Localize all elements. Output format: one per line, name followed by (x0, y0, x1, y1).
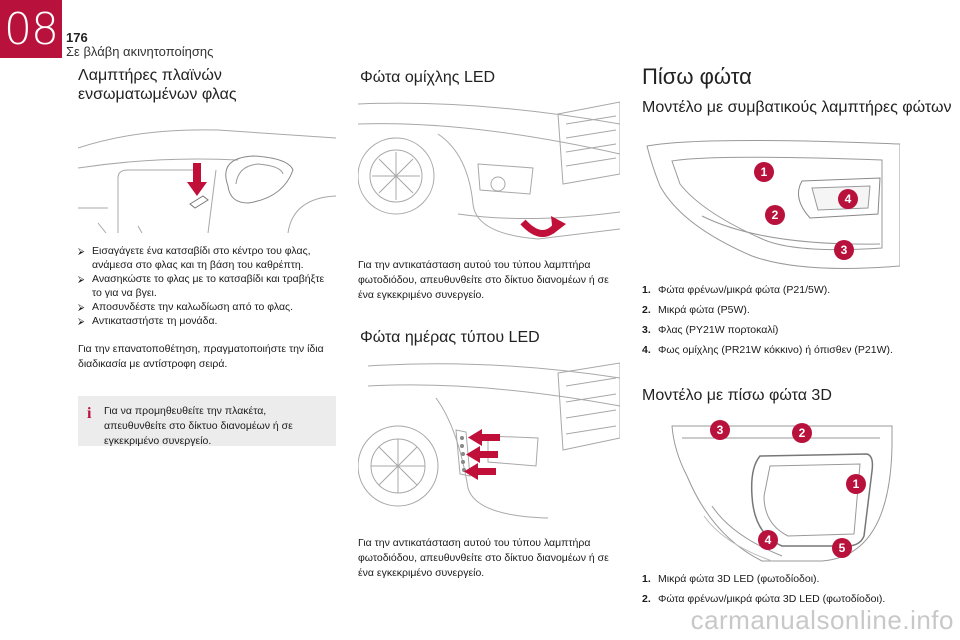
list-item: 2.Φώτα φρένων/μικρά φώτα 3D LED (φωτοδίο… (642, 593, 886, 605)
rear-lights-title: Πίσω φώτα (642, 64, 752, 89)
list-item: ⮚ Εισαγάγετε ένα κατσαβίδι στο κέντρο το… (78, 245, 311, 271)
note-text: Για να προμηθευθείτε την πλακέτα, απευθυ… (104, 405, 293, 447)
bullet-arrow-icon: ⮚ (78, 302, 85, 312)
left-heading-wrap: Λαμπτήρες πλαϊνών ενσωματωμένων φλας (78, 66, 328, 104)
arrow-icon (187, 163, 207, 196)
conventional-model-heading: Μοντέλο με συμβατικούς λαμπτήρες φώτων (642, 99, 952, 116)
svg-text:1: 1 (853, 477, 860, 491)
rear-lamp-3d-illustration: 3 2 1 4 5 (642, 416, 900, 566)
list-item: 1.Μικρά φώτα 3D LED (φωτοδίοδοι). (642, 573, 820, 585)
list-item: 1.Φώτα φρένων/μικρά φώτα (P21/5W). (642, 284, 831, 296)
svg-text:3: 3 (717, 423, 724, 437)
3d-bulb-list: 1.Μικρά φώτα 3D LED (φωτοδίοδοι). 2.Φώτα… (642, 572, 900, 612)
callout-1 (846, 474, 866, 494)
fog-lights-heading: Φώτα ομίχλης LED (360, 69, 496, 86)
svg-text:5: 5 (839, 541, 846, 555)
callout-2 (792, 423, 812, 443)
conventional-bulb-list: 1.Φώτα φρένων/μικρά φώτα (P21/5W). 2.Μικ… (642, 283, 900, 363)
bullet-arrow-icon: ⮚ (78, 246, 85, 256)
chapter-badge: 08 (0, 0, 62, 58)
arrow-icon (478, 434, 500, 441)
arrow-icon (474, 468, 496, 475)
list-item: ⮚ Ανασηκώστε το φλας με το κατσαβίδι και… (78, 273, 325, 299)
list-item: 2.Μικρά φώτα (P5W). (642, 304, 750, 316)
callout-5 (832, 538, 852, 558)
list-item: ⮚ Αποσυνδέστε την καλωδίωση από το φλας. (78, 301, 293, 313)
callout-4 (838, 189, 858, 209)
callout-3 (710, 420, 730, 440)
instruction-list: ⮚ Εισαγάγετε ένα κατσαβίδι στο κέντρο το… (78, 244, 336, 328)
list-item: 3.Φλας (PY21W πορτοκαλί) (642, 324, 779, 336)
svg-text:4: 4 (765, 533, 772, 547)
fog-light-illustration (358, 94, 620, 246)
fog-lights-text: Για την αντικατάσταση αυτού του τύπου λα… (358, 259, 609, 301)
page-number: 176 (66, 30, 88, 45)
arrow-icon (476, 451, 498, 458)
info-icon: i (87, 405, 92, 422)
callout-2 (765, 205, 785, 225)
callout-4 (758, 530, 778, 550)
callout-1 (754, 162, 774, 182)
list-item: 4.Φως ομίχλης (PR21W κόκκινο) ή όπισθεν … (642, 344, 893, 356)
svg-text:1: 1 (761, 165, 768, 179)
daytime-light-illustration (358, 358, 620, 520)
daytime-lights-text: Για την αντικατάσταση αυτού του τύπου λα… (358, 537, 609, 579)
rear-lamp-conventional-illustration: 1 2 3 4 (642, 126, 900, 276)
callout-3 (834, 240, 854, 260)
arrow-icon (551, 216, 566, 234)
chapter-title: Σε βλάβη ακινητοποίησης (66, 44, 214, 59)
reassembly-paragraph: Για την επανατοποθέτηση, πραγματοποιήστε… (78, 343, 324, 370)
svg-text:4: 4 (845, 192, 852, 206)
svg-text:3: 3 (841, 243, 848, 257)
daytime-lights-heading: Φώτα ημέρας τύπου LED (360, 329, 540, 346)
list-item: ⮚ Αντικαταστήστε τη μονάδα. (78, 315, 218, 327)
section-heading: Λαμπτήρες πλαϊνών ενσωματωμένων φλας (78, 67, 237, 103)
mirror-indicator-illustration (78, 108, 336, 233)
svg-text:2: 2 (772, 208, 779, 222)
info-note: i Για να προμηθευθείτε την πλακέτα, απευ… (78, 396, 336, 447)
3d-model-heading: Μοντέλο με πίσω φώτα 3D (642, 387, 832, 404)
svg-text:2: 2 (799, 426, 806, 440)
bullet-arrow-icon: ⮚ (78, 274, 85, 284)
watermark: carmanualsonline.info (690, 605, 954, 635)
bullet-arrow-icon: ⮚ (78, 316, 85, 326)
